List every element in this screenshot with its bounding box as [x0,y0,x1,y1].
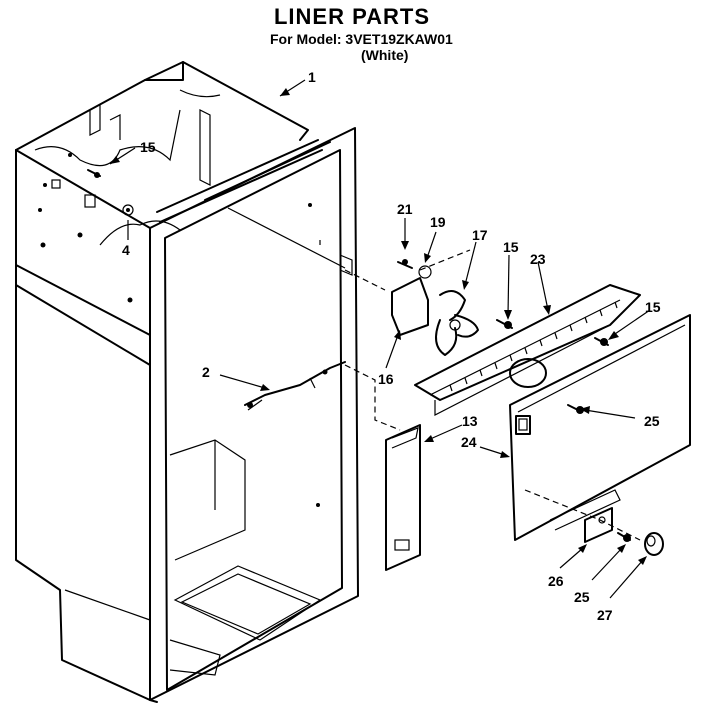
part-24-rear-panel [509,314,691,556]
callout-19: 19 [430,214,446,230]
callout-15-b: 15 [503,239,519,255]
callout-24: 24 [461,434,477,450]
callout-16: 16 [378,371,394,387]
callout-2: 2 [202,364,210,380]
model-color: (White) [361,47,409,63]
callout-26: 26 [548,573,564,589]
liner-cabinet [15,61,359,703]
part-2-wire-harness [244,361,346,411]
fan-motor-assembly [344,249,479,431]
callout-15-c: 15 [645,299,661,315]
model-number: For Model: 3VET19ZKAW01 [270,31,453,47]
diagram-title: LINER PARTS [273,4,431,29]
callout-25-b: 25 [574,589,590,605]
callout-13: 13 [462,413,478,429]
part-23-evaporator-cover [414,284,641,416]
callout-21: 21 [397,201,413,217]
leader-arrows [109,79,651,599]
callout-4: 4 [122,242,130,258]
callout-1: 1 [308,69,316,85]
callout-17: 17 [472,227,488,243]
callout-23: 23 [530,251,546,267]
callout-15-a: 15 [140,139,156,155]
callout-27: 27 [597,607,613,623]
part-13-diffuser [385,424,421,571]
callout-25-a: 25 [644,413,660,429]
